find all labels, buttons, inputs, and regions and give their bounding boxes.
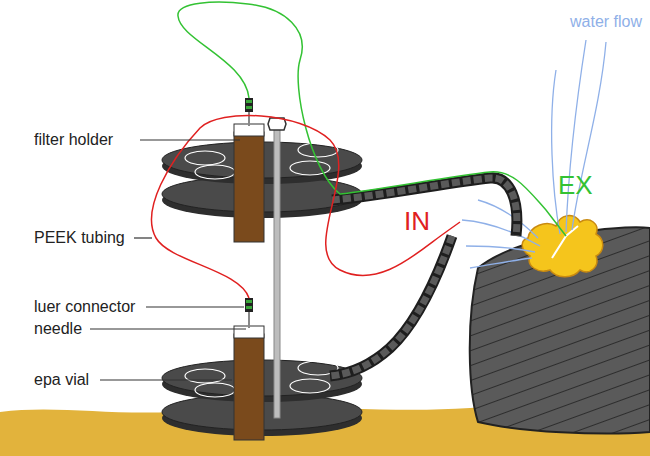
part-label: PEEK tubing — [34, 230, 125, 246]
sponge — [522, 216, 603, 277]
epa-vial-upper — [234, 124, 264, 242]
flow-label: water flow — [570, 14, 642, 30]
luer-connector-needle — [245, 298, 253, 328]
part-label: epa vial — [34, 372, 89, 388]
sponge-slit — [552, 226, 578, 258]
part-label: needle — [34, 321, 82, 337]
water-flow-lines — [462, 40, 606, 268]
filter-holder — [245, 98, 253, 126]
leader-lines — [90, 140, 246, 380]
port-label: EX — [558, 172, 593, 198]
ex-tubing-green — [178, 2, 566, 236]
part-label: luer connector — [34, 299, 135, 315]
port-label: IN — [404, 208, 430, 234]
epa-vial-lower — [234, 326, 264, 440]
beaded-tubing — [330, 178, 517, 376]
support-rod — [274, 126, 280, 418]
part-label: filter holder — [34, 132, 113, 148]
in-tubing-red — [152, 116, 460, 299]
